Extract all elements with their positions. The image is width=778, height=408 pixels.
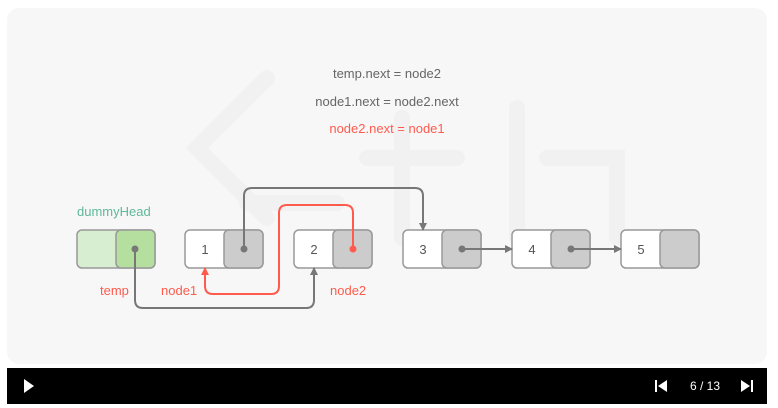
label-node1: node1 [161, 283, 198, 298]
linked-list-diagram: 1 2 3 4 5 [76, 70, 700, 309]
node-value: 3 [419, 242, 426, 257]
list-node: 2 [293, 229, 373, 269]
pointer-arrows [134, 187, 622, 309]
previous-step-button[interactable] [650, 368, 672, 404]
node-value: 4 [528, 242, 535, 257]
dummy-head-node [76, 229, 156, 269]
play-icon [24, 379, 34, 393]
player-control-bar: 6 / 13 [7, 368, 767, 404]
skip-previous-icon [655, 380, 667, 392]
list-node: 1 [184, 229, 264, 269]
code-line-node1-next: node1.next = node2.next [315, 94, 459, 109]
play-button[interactable] [17, 368, 41, 404]
pointer-node1-to-node3 [243, 187, 427, 249]
label-temp: temp [100, 283, 129, 298]
list-node: 3 [402, 229, 482, 269]
label-node2: node2 [330, 283, 367, 298]
code-line-node2-next-highlighted: node2.next = node1 [329, 121, 445, 136]
node-value: 2 [310, 242, 317, 257]
node-value: 5 [637, 242, 644, 257]
code-line-temp-next: temp.next = node2 [332, 66, 442, 81]
step-counter: 6 / 13 [689, 379, 721, 393]
animation-frame: 1 2 3 4 5 [7, 8, 767, 364]
pointer-temp-to-node2 [134, 249, 318, 309]
next-step-button[interactable] [736, 368, 758, 404]
node-value: 1 [201, 242, 208, 257]
pointer-node2-to-node1 [201, 204, 354, 295]
label-dummy-head: dummyHead [77, 204, 151, 219]
skip-next-icon [741, 380, 753, 392]
list-node: 5 [620, 229, 700, 269]
